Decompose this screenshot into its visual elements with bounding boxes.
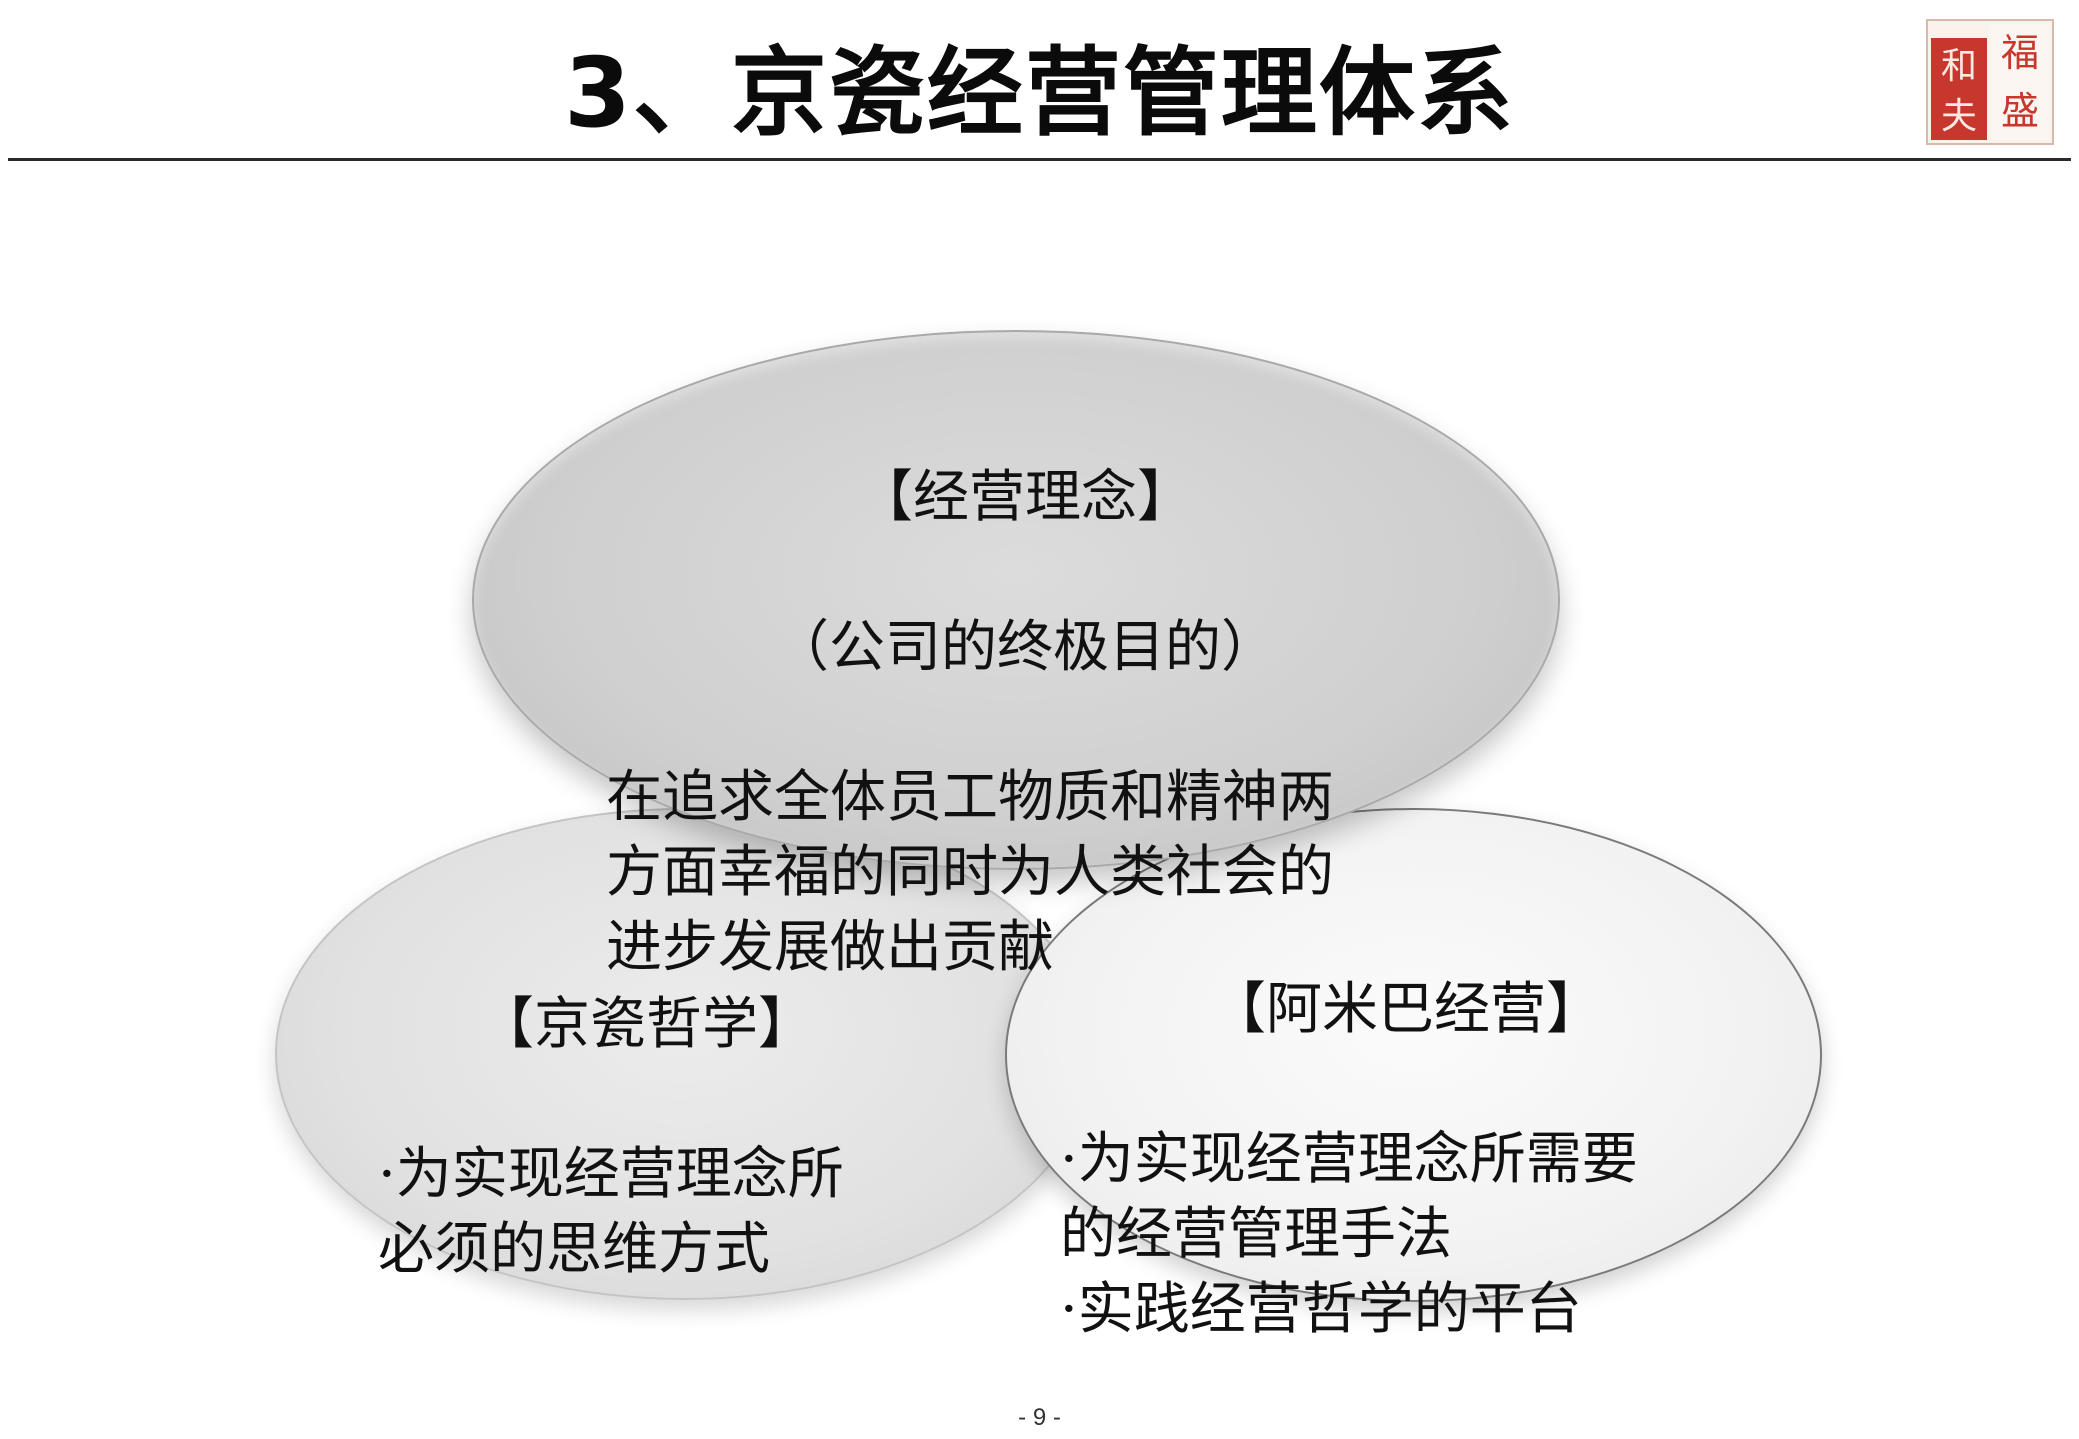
seal-logo-icon: 福 和 盛 夫 [1926, 19, 2054, 145]
management-idea-body: 在追求全体员工物质和精神两 方面幸福的同时为人类社会的 进步发展做出贡献 [606, 765, 1334, 980]
philosophy-text: 【京瓷哲学】 ·为实现经营理念所 必须的思维方式 [378, 912, 938, 1362]
amoeba-body: ·为实现经营理念所需要 的经营管理手法 ·实践经营哲学的平台 [1060, 1127, 1638, 1342]
seal-char-1: 福 [2001, 31, 2039, 75]
seal-char-4: 夫 [1941, 96, 1977, 137]
management-idea-subheading: （公司的终极目的） [773, 615, 1277, 680]
title-divider [8, 158, 2071, 161]
page-number: - 9 - [1018, 1404, 1061, 1431]
seal-char-2: 和 [1941, 46, 1977, 87]
management-idea-text: 【经营理念】 （公司的终极目的） 在追求全体员工物质和精神两 方面幸福的同时为人… [600, 385, 1450, 1060]
seal-logo: 福 和 盛 夫 [1925, 18, 2055, 146]
seal-char-3: 盛 [2001, 89, 2039, 133]
amoeba-ellipse [1005, 808, 1822, 1302]
amoeba-heading: 【阿米巴经营】 [1210, 977, 1602, 1042]
philosophy-body: ·为实现经营理念所 必须的思维方式 [378, 1142, 844, 1282]
page-title: 3、京瓷经营管理体系 [564, 37, 1515, 149]
management-idea-heading: 【经营理念】 [857, 465, 1193, 530]
management-idea-ellipse [472, 330, 1560, 870]
philosophy-ellipse [275, 808, 1095, 1300]
amoeba-text: 【阿米巴经营】 ·为实现经营理念所需要 的经营管理手法 ·实践经营哲学的平台 [1060, 897, 1750, 1422]
philosophy-heading: 【京瓷哲学】 [478, 992, 814, 1057]
